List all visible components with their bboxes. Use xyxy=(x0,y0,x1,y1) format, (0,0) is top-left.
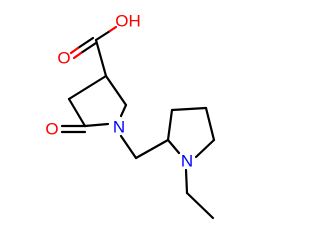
methylene-linker xyxy=(119,134,170,160)
ring2-bond-c2-c3 xyxy=(166,108,174,142)
ring2-bond-c3-c4 xyxy=(170,106,208,112)
ethyl-ch2-ch3-bond xyxy=(185,191,215,220)
ring2-bond-c2-n xyxy=(166,138,181,155)
carboxylic-acid-group xyxy=(69,25,118,78)
n-to-ethyl-ch2-bond xyxy=(184,168,189,195)
ch2-to-ring-bond xyxy=(134,138,170,160)
lactam-carbonyl-oxygen-label: O xyxy=(45,120,58,139)
pyrrolidinone-ring xyxy=(60,74,128,134)
ring-bond-c4-c5 xyxy=(67,97,87,128)
ring2-bond-c4-c5 xyxy=(204,106,216,142)
molecule-structure-diagram: OH O O N N xyxy=(45,12,216,220)
lactam-nitrogen-label: N xyxy=(113,118,125,137)
ring2-bond-c5-n xyxy=(194,138,216,159)
ring-bond-c3-c2 xyxy=(104,74,128,107)
acid-carbonyl-bond-1 xyxy=(79,41,98,55)
ring-bond-c2-n xyxy=(119,103,128,118)
hydroxyl-label: OH xyxy=(115,12,141,31)
acid-carbonyl-bond-2 xyxy=(76,36,95,50)
ring-bond-c3-c4 xyxy=(67,74,108,101)
ring-bond-c5-n xyxy=(83,122,110,128)
acid-to-ring-bond xyxy=(94,38,108,78)
pyrrolidine-nitrogen-label: N xyxy=(181,152,193,171)
n-to-ch2-bond xyxy=(119,134,138,160)
acid-carbonyl-oxygen-label: O xyxy=(57,49,70,68)
acid-carbonyl-bond-2-o xyxy=(69,46,80,55)
acid-hydroxyl-bond-o xyxy=(108,25,118,33)
acid-hydroxyl-bond xyxy=(94,29,112,42)
pyrrolidine-ring xyxy=(166,106,216,159)
ethyl-group xyxy=(184,168,215,220)
acid-carbonyl-bond-1-o xyxy=(72,51,83,60)
